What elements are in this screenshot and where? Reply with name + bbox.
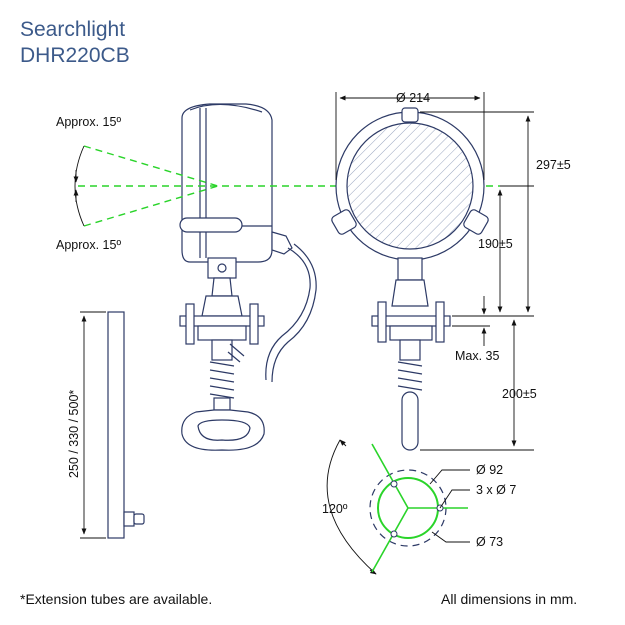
angle-arc bbox=[73, 145, 85, 227]
height-190-label: 190±5 bbox=[478, 237, 513, 251]
angle-top-label: Approx. 15º bbox=[56, 115, 121, 129]
diameter-214-label: Ø 214 bbox=[396, 91, 430, 105]
extension-tube bbox=[80, 311, 145, 539]
footer-units: All dimensions in mm. bbox=[441, 591, 577, 607]
title-line-1: Searchlight bbox=[20, 18, 126, 41]
front-dimensions bbox=[335, 92, 534, 451]
angle-120-label: 120º bbox=[322, 502, 348, 516]
diameter-73-label: Ø 73 bbox=[476, 535, 503, 549]
max-35-label: Max. 35 bbox=[455, 349, 500, 363]
height-297-label: 297±5 bbox=[536, 158, 571, 172]
holes-label: 3 x Ø 7 bbox=[476, 483, 516, 497]
title-line-2: DHR220CB bbox=[20, 44, 130, 67]
side-view-lamp bbox=[179, 103, 317, 451]
diameter-92-label: Ø 92 bbox=[476, 463, 503, 477]
angle-bottom-label: Approx. 15º bbox=[56, 238, 121, 252]
footer-note: *Extension tubes are available. bbox=[20, 591, 212, 607]
base-plan-view bbox=[326, 439, 470, 575]
front-view-lamp bbox=[331, 107, 489, 451]
height-200-label: 200±5 bbox=[502, 387, 537, 401]
tube-length-label: 250 / 330 / 500* bbox=[67, 390, 81, 478]
